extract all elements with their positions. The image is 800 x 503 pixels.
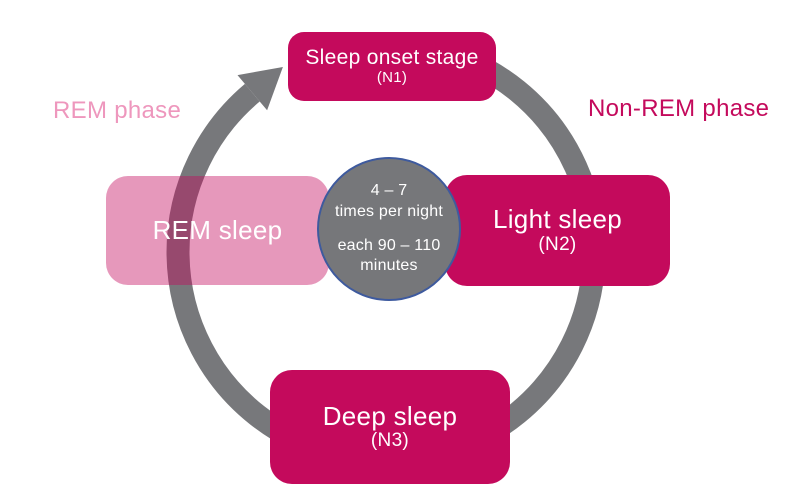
duration-line: each 90 – 110	[337, 236, 441, 254]
stage-sublabel: (N3)	[370, 430, 410, 452]
frequency-line: 4 – 7	[370, 181, 408, 199]
cycle-frequency-circle: 4 – 7 times per night each 90 – 110 minu…	[317, 157, 461, 301]
cycle-arrow-head-icon	[237, 67, 283, 111]
stage-box-light-sleep: Light sleep (N2)	[445, 175, 670, 286]
stage-label: REM sleep	[152, 215, 283, 246]
stage-sublabel: (N1)	[376, 69, 408, 87]
stage-box-sleep-onset: Sleep onset stage (N1)	[288, 32, 496, 101]
stage-box-deep-sleep: Deep sleep (N3)	[270, 370, 510, 484]
frequency-line: times per night	[335, 202, 443, 220]
stage-label: Deep sleep	[322, 400, 458, 431]
stage-box-rem-sleep: REM sleep	[106, 176, 329, 285]
non-rem-phase-label: Non-REM phase	[588, 95, 770, 122]
duration-line: minutes	[360, 257, 418, 275]
stage-label: Light sleep	[492, 204, 623, 235]
stage-sublabel: (N2)	[538, 233, 577, 255]
rem-phase-label: REM phase	[53, 97, 182, 124]
stage-label: Sleep onset stage	[305, 46, 479, 70]
